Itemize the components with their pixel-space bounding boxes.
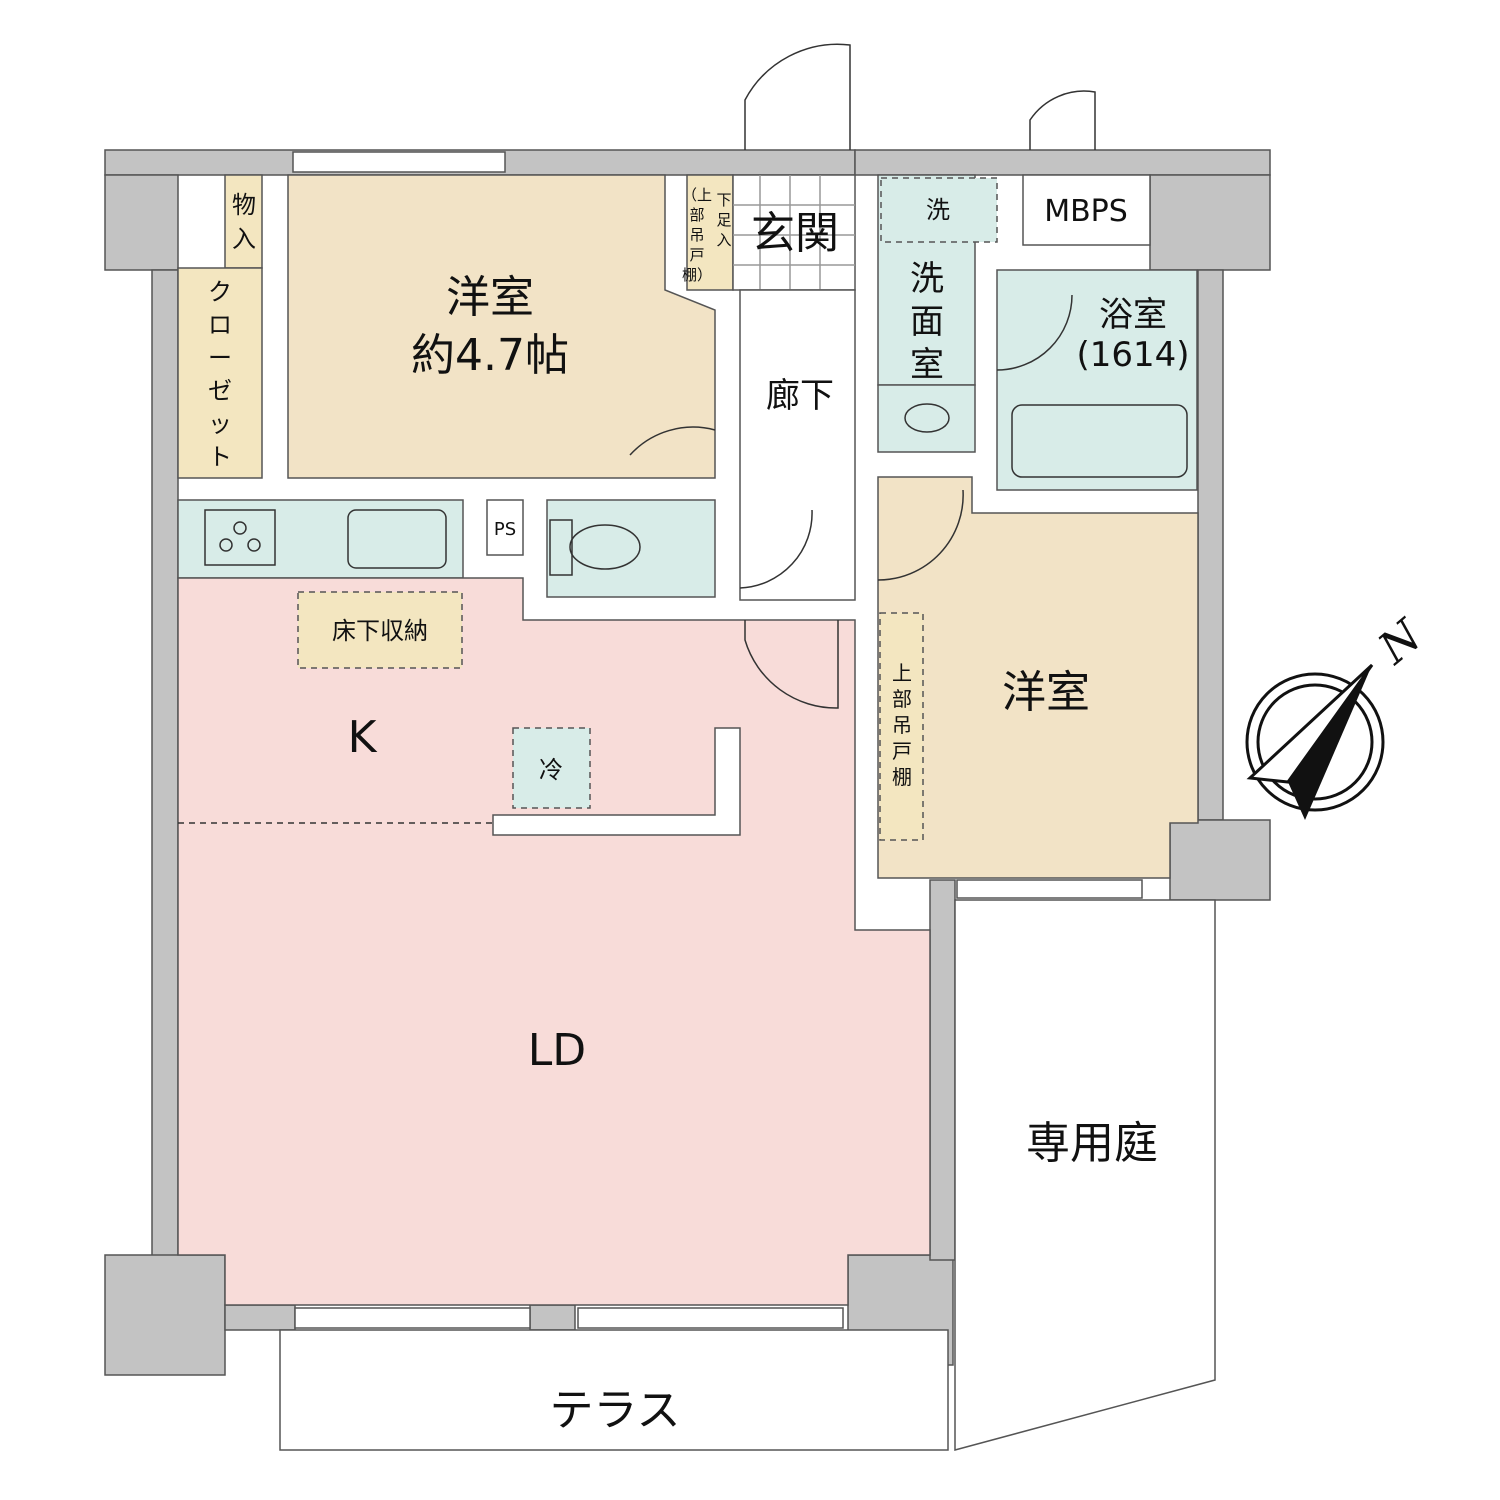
- fridge-label: 冷: [539, 756, 563, 784]
- bathroom-size: (1614): [1076, 335, 1189, 375]
- closet-label: ク ロ ー ゼ ッ ト: [208, 278, 232, 471]
- ldk: [177, 577, 931, 1306]
- western-room-2: [877, 476, 1199, 879]
- corridor-label: 廊下: [766, 376, 834, 416]
- kitchen-sink-icon: [347, 509, 447, 569]
- terrace-label: テラス: [549, 1385, 680, 1436]
- closet-char: ー: [208, 344, 232, 372]
- toilet-icon: [549, 519, 641, 576]
- room1-door: [629, 426, 716, 456]
- overhead-cabinet: [879, 612, 924, 841]
- bathtub-icon: [1011, 404, 1188, 478]
- compass-north-label: N: [1369, 609, 1433, 674]
- shoe-box-char: 入: [716, 231, 731, 249]
- corridor: [739, 289, 856, 601]
- bath-door: [996, 294, 1073, 371]
- cabinet-char: 棚: [892, 765, 912, 789]
- washroom-label: 洗: [910, 259, 944, 299]
- laundry-label: 洗: [926, 196, 950, 224]
- kitchen-partition: [492, 727, 741, 836]
- storage-label: 入: [232, 225, 256, 253]
- overhead-cabinet-label: 上 部 吊 戸 棚: [892, 661, 912, 789]
- terrace: [279, 1329, 949, 1451]
- closet-char: ロ: [208, 311, 232, 339]
- mbps-label: MBPS: [1044, 194, 1128, 229]
- washroom-label: 面: [910, 302, 944, 342]
- sink-icon: [904, 403, 950, 433]
- bathroom-label: 浴室: [1099, 295, 1167, 335]
- bathroom: [996, 269, 1198, 491]
- western-room-2-label: 洋室: [1002, 667, 1090, 718]
- cabinet-char: 吊: [892, 713, 912, 737]
- shoe-box-label: 下 足 入 （上 部 吊 戸 棚）: [682, 186, 732, 284]
- ps-box: [486, 499, 524, 556]
- storage-closet: [224, 174, 263, 269]
- western-room-1-label: 洋室: [446, 272, 534, 323]
- walk-closet: [177, 267, 263, 479]
- western-room-1-size: 約4.7帖: [411, 330, 569, 381]
- cabinet-char: 部: [892, 687, 912, 711]
- private-garden-label: 専用庭: [1026, 1118, 1158, 1169]
- shoe-box-char: 下: [716, 191, 731, 209]
- outer-walls: [104, 149, 1271, 1376]
- compass-icon: N: [1245, 609, 1433, 820]
- closet-char: ク: [208, 278, 232, 306]
- cabinet-char: 上: [892, 661, 912, 685]
- shoe-box-char: （上: [682, 186, 712, 204]
- living-dining-label: LD: [528, 1025, 586, 1076]
- ldk-door: [744, 620, 839, 709]
- closet-char: ゼ: [208, 377, 232, 405]
- toilet-door: [739, 509, 813, 589]
- washbasin: [877, 384, 976, 453]
- shoe-box-char: 棚）: [682, 266, 712, 284]
- kitchen-label: K: [348, 712, 378, 763]
- washroom-label: 室: [910, 345, 944, 385]
- underfloor-storage: [297, 591, 463, 669]
- shoe-box-char: 吊: [689, 226, 704, 244]
- stove-icon: [204, 509, 276, 566]
- entrance-label: 玄関: [751, 208, 839, 259]
- closet-char: ッ: [208, 410, 232, 438]
- closet-char: ト: [208, 443, 232, 471]
- laundry-space: [880, 177, 998, 243]
- ps-label: PS: [494, 519, 516, 540]
- room2-door: [877, 489, 964, 581]
- western-room-1: [287, 174, 716, 479]
- kitchen-counter: [177, 499, 464, 579]
- underfloor-storage-label: 床下収納: [332, 617, 428, 645]
- toilet: [546, 499, 716, 598]
- shoe-box-char: 戸: [689, 246, 704, 264]
- private-garden: [954, 899, 1216, 1451]
- shoe-box: [686, 174, 734, 291]
- fridge-space: [512, 727, 591, 809]
- shoe-box-char: 部: [689, 206, 704, 224]
- storage-label: 物: [232, 191, 256, 219]
- entrance-door: [744, 43, 1096, 150]
- cabinet-char: 戸: [892, 739, 912, 763]
- shoe-box-char: 足: [716, 211, 731, 229]
- mbps-box: [1022, 174, 1151, 246]
